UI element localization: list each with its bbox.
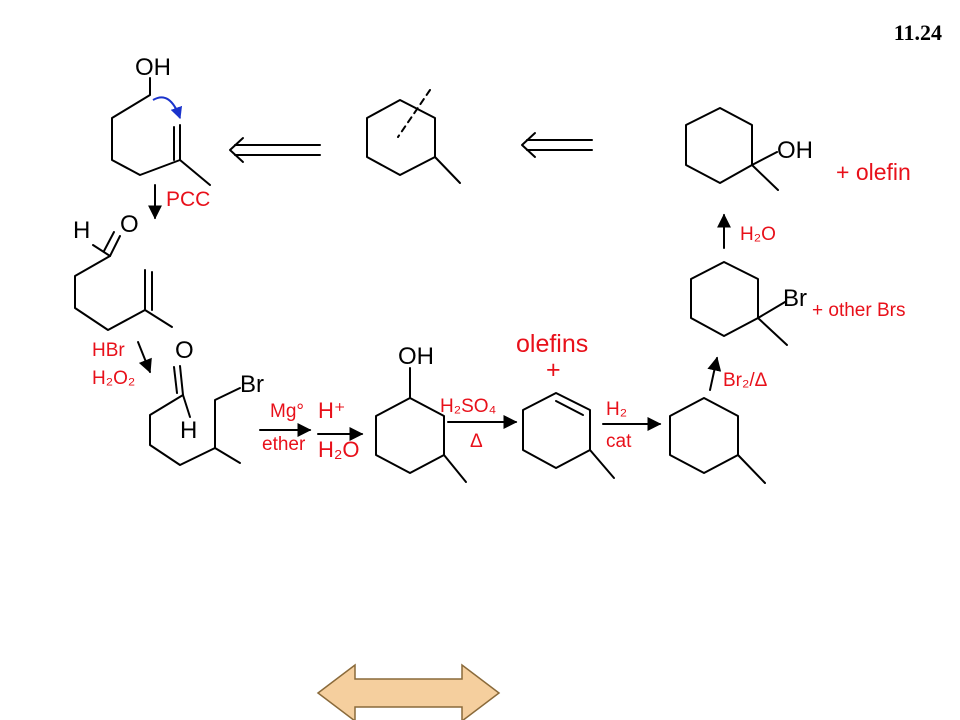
bromo-aldehyde: O H Br [149, 337, 264, 466]
reagent-mg: Mg° [270, 401, 304, 422]
atom-label-br: Br [240, 371, 264, 398]
reagent-hbr: HBr [92, 340, 125, 361]
retrosynthetic-arrow-left [229, 137, 321, 163]
reagent-cat: cat [606, 431, 632, 452]
reagent-h-plus: H⁺ [318, 398, 346, 423]
methylcyclohexanol-intermediate: OH [375, 343, 467, 483]
atom-label-oh: OH [135, 54, 171, 81]
step-hbr: HBr H₂O₂ [92, 340, 152, 389]
atom-label-oh-ring: OH [398, 343, 434, 370]
methylcyclohexanol-product: OH + olefin [685, 107, 911, 191]
bromomethylcyclohexane: Br + other Brs [690, 261, 905, 346]
atom-label-oh-final: OH [777, 137, 813, 164]
slide-number: 11.24 [893, 20, 942, 45]
reagent-br2: Br₂/Δ [723, 370, 768, 391]
step-hydration: H₂O [717, 213, 776, 249]
reagent-pcc: PCC [166, 188, 210, 211]
atom-label-br-ring: Br [783, 285, 807, 312]
aldehyde-intermediate: H O [73, 211, 173, 331]
reagent-h2: H₂ [606, 399, 627, 420]
reagent-h2so4: H₂SO₄ [440, 396, 497, 417]
step-acid-workup: H⁺ H₂O [317, 398, 364, 462]
plus-sign: + [546, 356, 561, 384]
reagent-h2o2: H₂O₂ [92, 368, 135, 389]
atom-label-o-bromo: O [175, 337, 194, 364]
step-dehydration: H₂SO₄ Δ [440, 396, 518, 452]
step-bromination: Br₂/Δ [707, 356, 768, 391]
starting-alcohol: OH [111, 54, 211, 186]
navigation-arrow-icon[interactable] [316, 663, 501, 720]
step-grignard: Mg° ether [259, 401, 312, 455]
cyclohexene-intermediate: olefins + [516, 330, 615, 479]
disconnection-line [397, 89, 431, 138]
target-methylcyclohexane [366, 89, 461, 184]
reagent-ether: ether [262, 434, 306, 455]
atom-label-h-bromo: H [180, 417, 197, 444]
reagent-delta: Δ [470, 431, 483, 452]
methylcyclohexane-intermediate [669, 397, 766, 484]
olefins-label: olefins [516, 330, 588, 358]
curved-arrow-icon [152, 96, 183, 120]
retrosynthetic-arrow-right [521, 132, 593, 158]
byproduct-other-brs: + other Brs [812, 300, 905, 321]
reagent-h2o: H₂O [318, 437, 360, 462]
atom-label-h: H [73, 217, 90, 244]
reagent-h2o-hydration: H₂O [740, 224, 776, 245]
atom-label-o: O [120, 211, 139, 238]
step-pcc: PCC [148, 184, 210, 220]
byproduct-olefin: + olefin [836, 159, 911, 185]
step-hydrogenation: H₂ cat [602, 399, 662, 452]
